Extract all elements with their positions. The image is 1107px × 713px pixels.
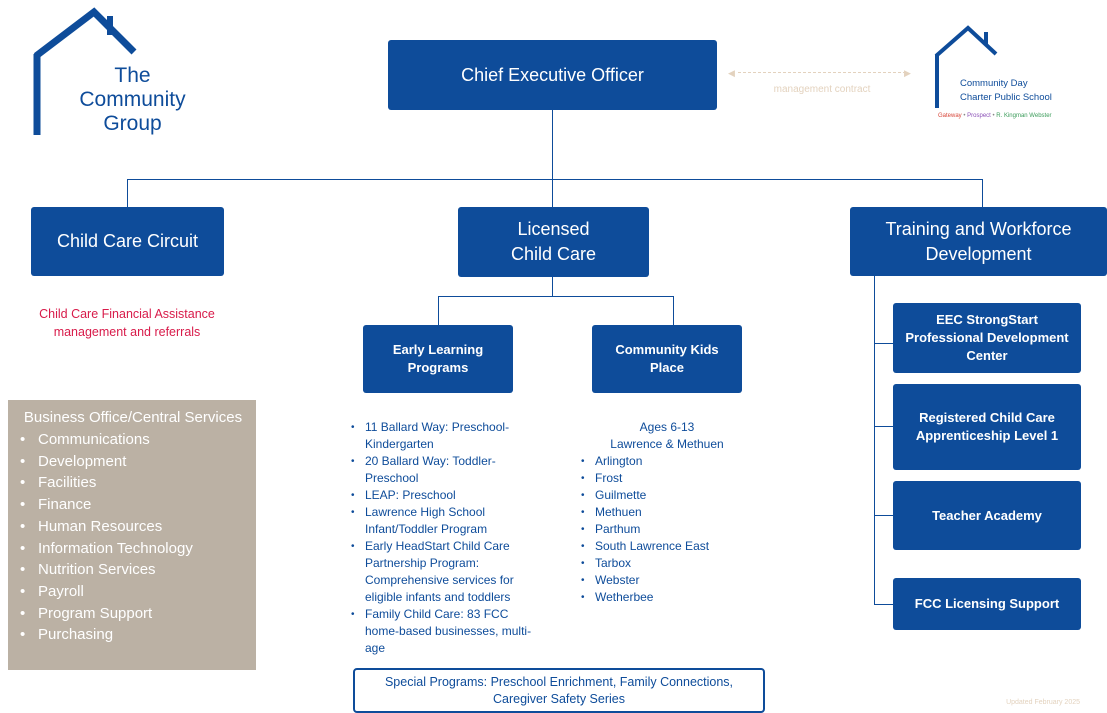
- list-item: Facilities: [16, 472, 250, 494]
- list-item: Arlington: [581, 453, 751, 470]
- list-item: Webster: [581, 572, 751, 589]
- list-item: LEAP: Preschool: [351, 487, 541, 504]
- apprenticeship-box: Registered Child Care Apprenticeship Lev…: [893, 384, 1081, 470]
- business-office-title: Business Office/Central Services: [23, 409, 243, 426]
- list-item: Development: [16, 451, 250, 473]
- circuit-note: Child Care Financial Assistance manageme…: [39, 307, 215, 339]
- kids-place-label: Community Kids Place: [615, 342, 719, 375]
- early-learning-list: 11 Ballard Way: Preschool-Kindergarten 2…: [351, 419, 541, 657]
- training-workforce-label: Training and Workforce Development: [885, 218, 1072, 264]
- business-office-list: Communications Development Facilities Fi…: [16, 429, 250, 646]
- early-learning-box: Early Learning Programs: [363, 325, 513, 393]
- list-item: Program Support: [16, 603, 250, 625]
- ceo-box: Chief Executive Officer: [388, 40, 717, 110]
- school-name-line2: Charter Public School: [960, 92, 1052, 103]
- campus-gateway: Gateway: [938, 113, 962, 119]
- kids-place-sites: Arlington Frost Guilmette Methuen Parthu…: [581, 453, 751, 606]
- child-care-circuit-label: Child Care Circuit: [56, 231, 199, 251]
- school-name-line1: Community Day: [960, 78, 1028, 89]
- list-item: Wetherbee: [581, 589, 751, 606]
- campus-list: Gateway • Prospect • R. Kingman Webster: [938, 113, 1052, 119]
- list-item: Human Resources: [16, 516, 250, 538]
- list-item: Finance: [16, 494, 250, 516]
- ceo-label: Chief Executive Officer: [461, 64, 644, 85]
- list-item: South Lawrence East: [581, 538, 751, 555]
- list-item: Methuen: [581, 504, 751, 521]
- list-item: Communications: [16, 429, 250, 451]
- teacher-academy-label: Teacher Academy: [932, 507, 1042, 523]
- early-learning-label: Early Learning Programs: [392, 342, 484, 375]
- campus-separator: •: [992, 113, 995, 119]
- updated-date: Updated February 2025: [1006, 699, 1080, 706]
- kids-place-ages: Ages 6-13: [639, 420, 695, 434]
- kids-place-area: Lawrence & Methuen: [610, 437, 724, 451]
- strongstart-box: EEC StrongStart Professional Development…: [893, 303, 1081, 373]
- campus-prospect: Prospect: [967, 113, 991, 119]
- strongstart-label: EEC StrongStart Professional Development…: [905, 312, 1069, 363]
- left-arrow-icon: ◀: [728, 68, 735, 78]
- list-item: Lawrence High School Infant/Toddler Prog…: [351, 504, 541, 538]
- list-item: Information Technology: [16, 538, 250, 560]
- licensed-child-care-label: Licensed Child Care: [510, 219, 597, 264]
- special-programs-box: Special Programs: Preschool Enrichment, …: [353, 668, 765, 713]
- campus-webster: R. Kingman Webster: [996, 113, 1052, 119]
- school-house-icon: [934, 25, 998, 108]
- management-contract-label: management contract: [773, 84, 871, 95]
- list-item: Family Child Care: 83 FCC home-based bus…: [351, 606, 541, 657]
- list-item: Purchasing: [16, 624, 250, 646]
- business-office-panel: Business Office/Central Services Communi…: [8, 400, 256, 670]
- list-item: Payroll: [16, 581, 250, 603]
- special-programs-label: Special Programs: Preschool Enrichment, …: [384, 674, 734, 706]
- house-logo-icon: [33, 7, 137, 135]
- fcc-licensing-label: FCC Licensing Support: [914, 596, 1060, 611]
- list-item: 11 Ballard Way: Preschool-Kindergarten: [351, 419, 541, 453]
- list-item: Tarbox: [581, 555, 751, 572]
- logo-text-line1: The: [114, 64, 151, 87]
- teacher-academy-box: Teacher Academy: [893, 481, 1081, 550]
- list-item: Parthum: [581, 521, 751, 538]
- list-item: 20 Ballard Way: Toddler-Preschool: [351, 453, 541, 487]
- kids-place-box: Community Kids Place: [592, 325, 742, 393]
- list-item: Frost: [581, 470, 751, 487]
- campus-separator: •: [963, 113, 966, 119]
- fcc-licensing-box: FCC Licensing Support: [893, 578, 1081, 630]
- right-arrow-icon: ▶: [904, 68, 911, 78]
- list-item: Nutrition Services: [16, 559, 250, 581]
- logo-text-line2: Community: [79, 88, 186, 111]
- list-item: Guilmette: [581, 487, 751, 504]
- licensed-child-care-box: Licensed Child Care: [458, 207, 649, 277]
- list-item: Early HeadStart Child Care Partnership P…: [351, 538, 541, 606]
- apprenticeship-label: Registered Child Care Apprenticeship Lev…: [915, 410, 1059, 443]
- logo-text-line3: Group: [103, 112, 162, 135]
- link-line: [738, 72, 906, 73]
- training-workforce-box: Training and Workforce Development: [850, 207, 1107, 276]
- child-care-circuit-box: Child Care Circuit: [31, 207, 224, 276]
